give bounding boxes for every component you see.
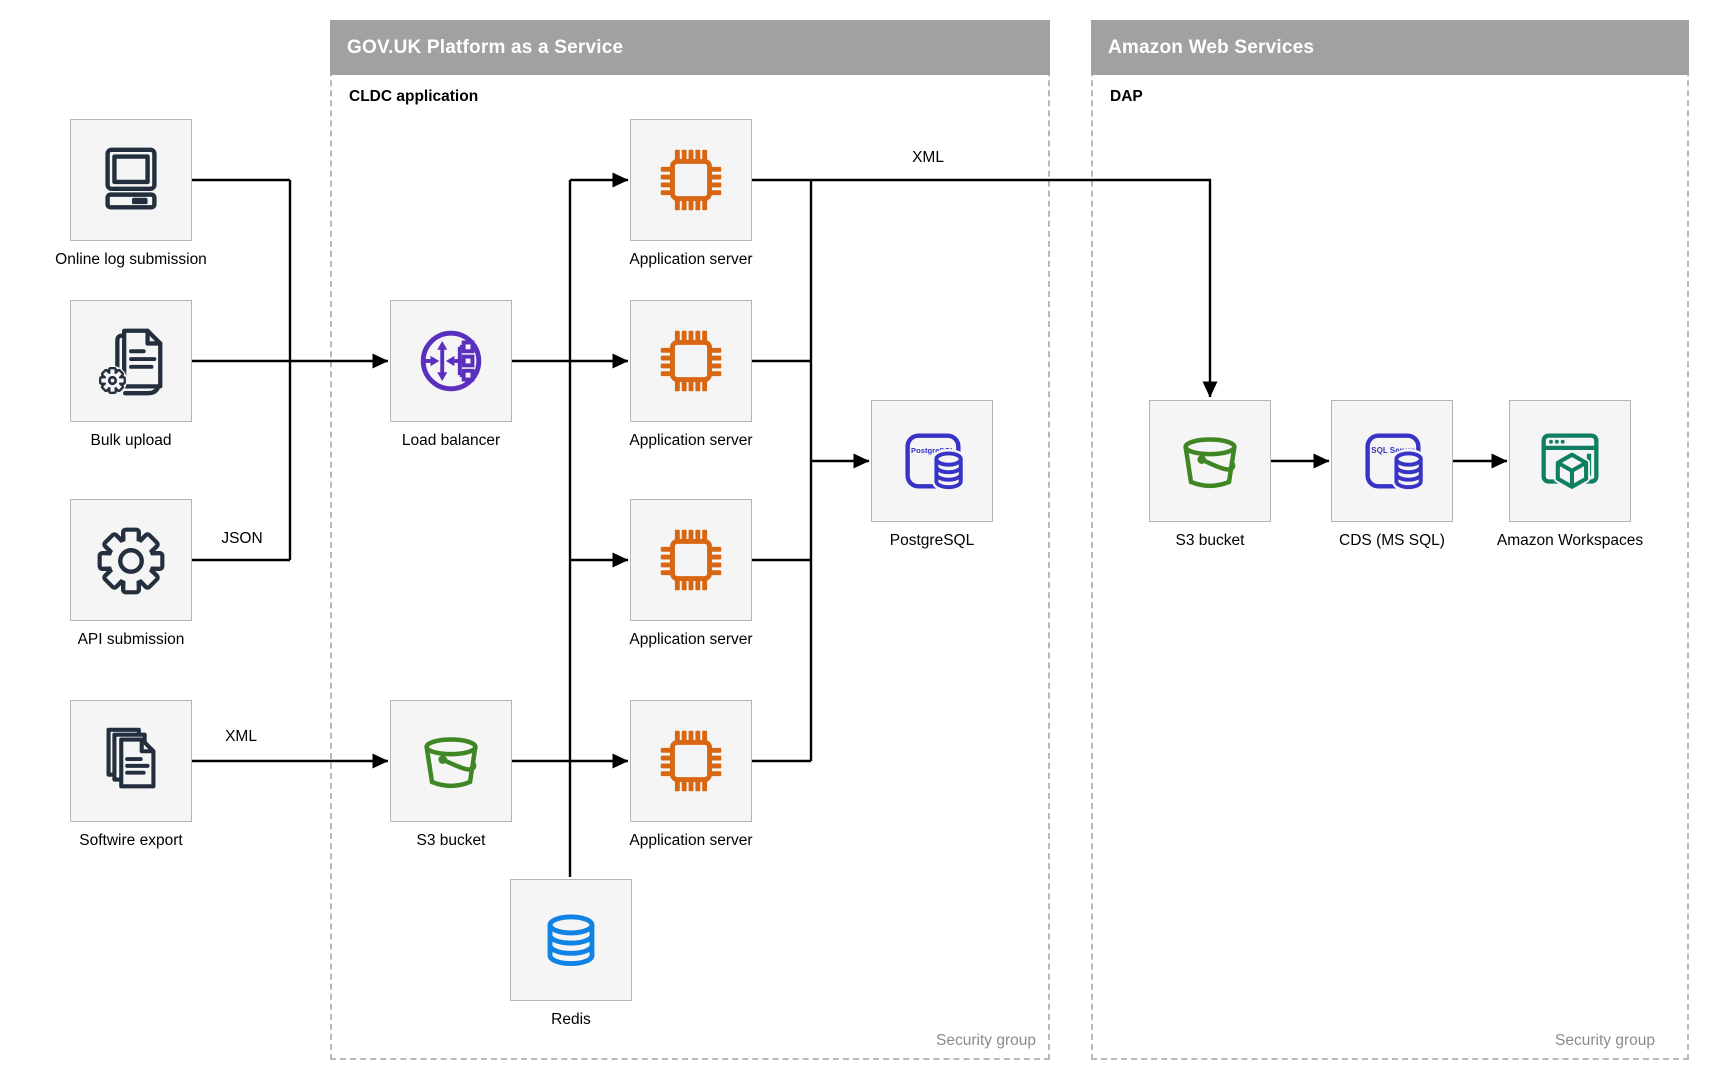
gear-icon <box>92 527 170 599</box>
node-label: CDS (MS SQL) <box>1339 532 1445 549</box>
sql-server-icon-label: SQL Server <box>1371 446 1414 455</box>
node-box <box>630 700 752 822</box>
paas-sublabel: CLDC application <box>349 88 479 105</box>
aws-sublabel: DAP <box>1110 88 1143 105</box>
aws-title: Amazon Web Services <box>1108 36 1315 58</box>
paas-title: GOV.UK Platform as a Service <box>347 36 624 58</box>
desktop-computer-icon <box>105 147 157 210</box>
node-api-submission: API submission <box>70 499 192 648</box>
edge-label-xml-app: XML <box>912 149 944 166</box>
node-cds-ms-sql: SQL Server CDS (MS SQL) <box>1331 400 1453 549</box>
postgresql-icon: PostgreSQL <box>905 433 966 492</box>
node-box <box>630 119 752 241</box>
node-s3-bucket-paas: S3 bucket <box>390 700 512 849</box>
node-label: Bulk upload <box>90 432 172 449</box>
node-box <box>510 879 632 1001</box>
node-label: Load balancer <box>401 432 501 449</box>
node-label: Amazon Workspaces <box>1496 532 1644 549</box>
node-label: Redis <box>551 1011 591 1028</box>
node-application-server-1: Application server <box>629 119 753 268</box>
node-box <box>1149 400 1271 522</box>
node-label: Application server <box>629 631 753 648</box>
node-box <box>70 499 192 621</box>
node-box <box>630 499 752 621</box>
edge-label-xml-softwire: XML <box>225 728 257 745</box>
edge-label-json: JSON <box>221 530 263 547</box>
node-label: Application server <box>629 832 753 849</box>
node-box <box>70 700 192 822</box>
node-box <box>630 300 752 422</box>
s3-bucket-icon <box>1183 437 1237 489</box>
redis-database-icon <box>547 914 595 967</box>
node-application-server-2: Application server <box>629 300 753 449</box>
chip-icon <box>660 529 722 591</box>
node-box: PostgreSQL <box>871 400 993 522</box>
node-online-log-submission: Online log submission <box>55 119 207 268</box>
document-gear-icon <box>97 328 163 396</box>
node-application-server-3: Application server <box>629 499 753 648</box>
chip-icon <box>660 730 722 792</box>
workspaces-icon <box>1541 433 1599 491</box>
node-box <box>390 700 512 822</box>
node-label: Application server <box>629 432 753 449</box>
container-aws: Amazon Web Services DAP Security group <box>1091 20 1689 1060</box>
node-softwire-export: Softwire export <box>70 700 192 849</box>
node-label: Softwire export <box>79 832 183 849</box>
node-label: PostgreSQL <box>889 532 975 549</box>
node-label: S3 bucket <box>416 832 486 849</box>
node-redis: Redis <box>510 879 632 1028</box>
chip-icon <box>660 149 722 211</box>
node-label: Application server <box>629 251 753 268</box>
node-box <box>70 119 192 241</box>
node-box <box>70 300 192 422</box>
node-postgresql: PostgreSQL PostgreSQL <box>871 400 993 549</box>
node-box <box>1509 400 1631 522</box>
chip-icon <box>660 330 722 392</box>
sql-server-icon: SQL Server <box>1365 433 1426 492</box>
node-s3-bucket-aws: S3 bucket <box>1149 400 1271 549</box>
postgresql-icon-label: PostgreSQL <box>911 446 955 455</box>
documents-stack-icon <box>106 727 156 789</box>
node-amazon-workspaces: Amazon Workspaces <box>1497 400 1643 549</box>
aws-header-band: Amazon Web Services <box>1091 20 1689 75</box>
node-label: Online log submission <box>55 251 207 268</box>
node-box <box>390 300 512 422</box>
node-application-server-4: Application server <box>629 700 753 849</box>
node-load-balancer: Load balancer <box>390 300 512 449</box>
node-label: API submission <box>77 631 185 648</box>
aws-security-group-label: Security group <box>1555 1032 1655 1049</box>
paas-header-band: GOV.UK Platform as a Service <box>330 20 1050 75</box>
s3-bucket-icon <box>424 737 478 789</box>
load-balancer-icon <box>420 330 482 392</box>
node-label: S3 bucket <box>1175 532 1245 549</box>
node-box: SQL Server <box>1331 400 1453 522</box>
paas-security-group-label: Security group <box>936 1032 1036 1049</box>
node-bulk-upload: Bulk upload <box>70 300 192 449</box>
